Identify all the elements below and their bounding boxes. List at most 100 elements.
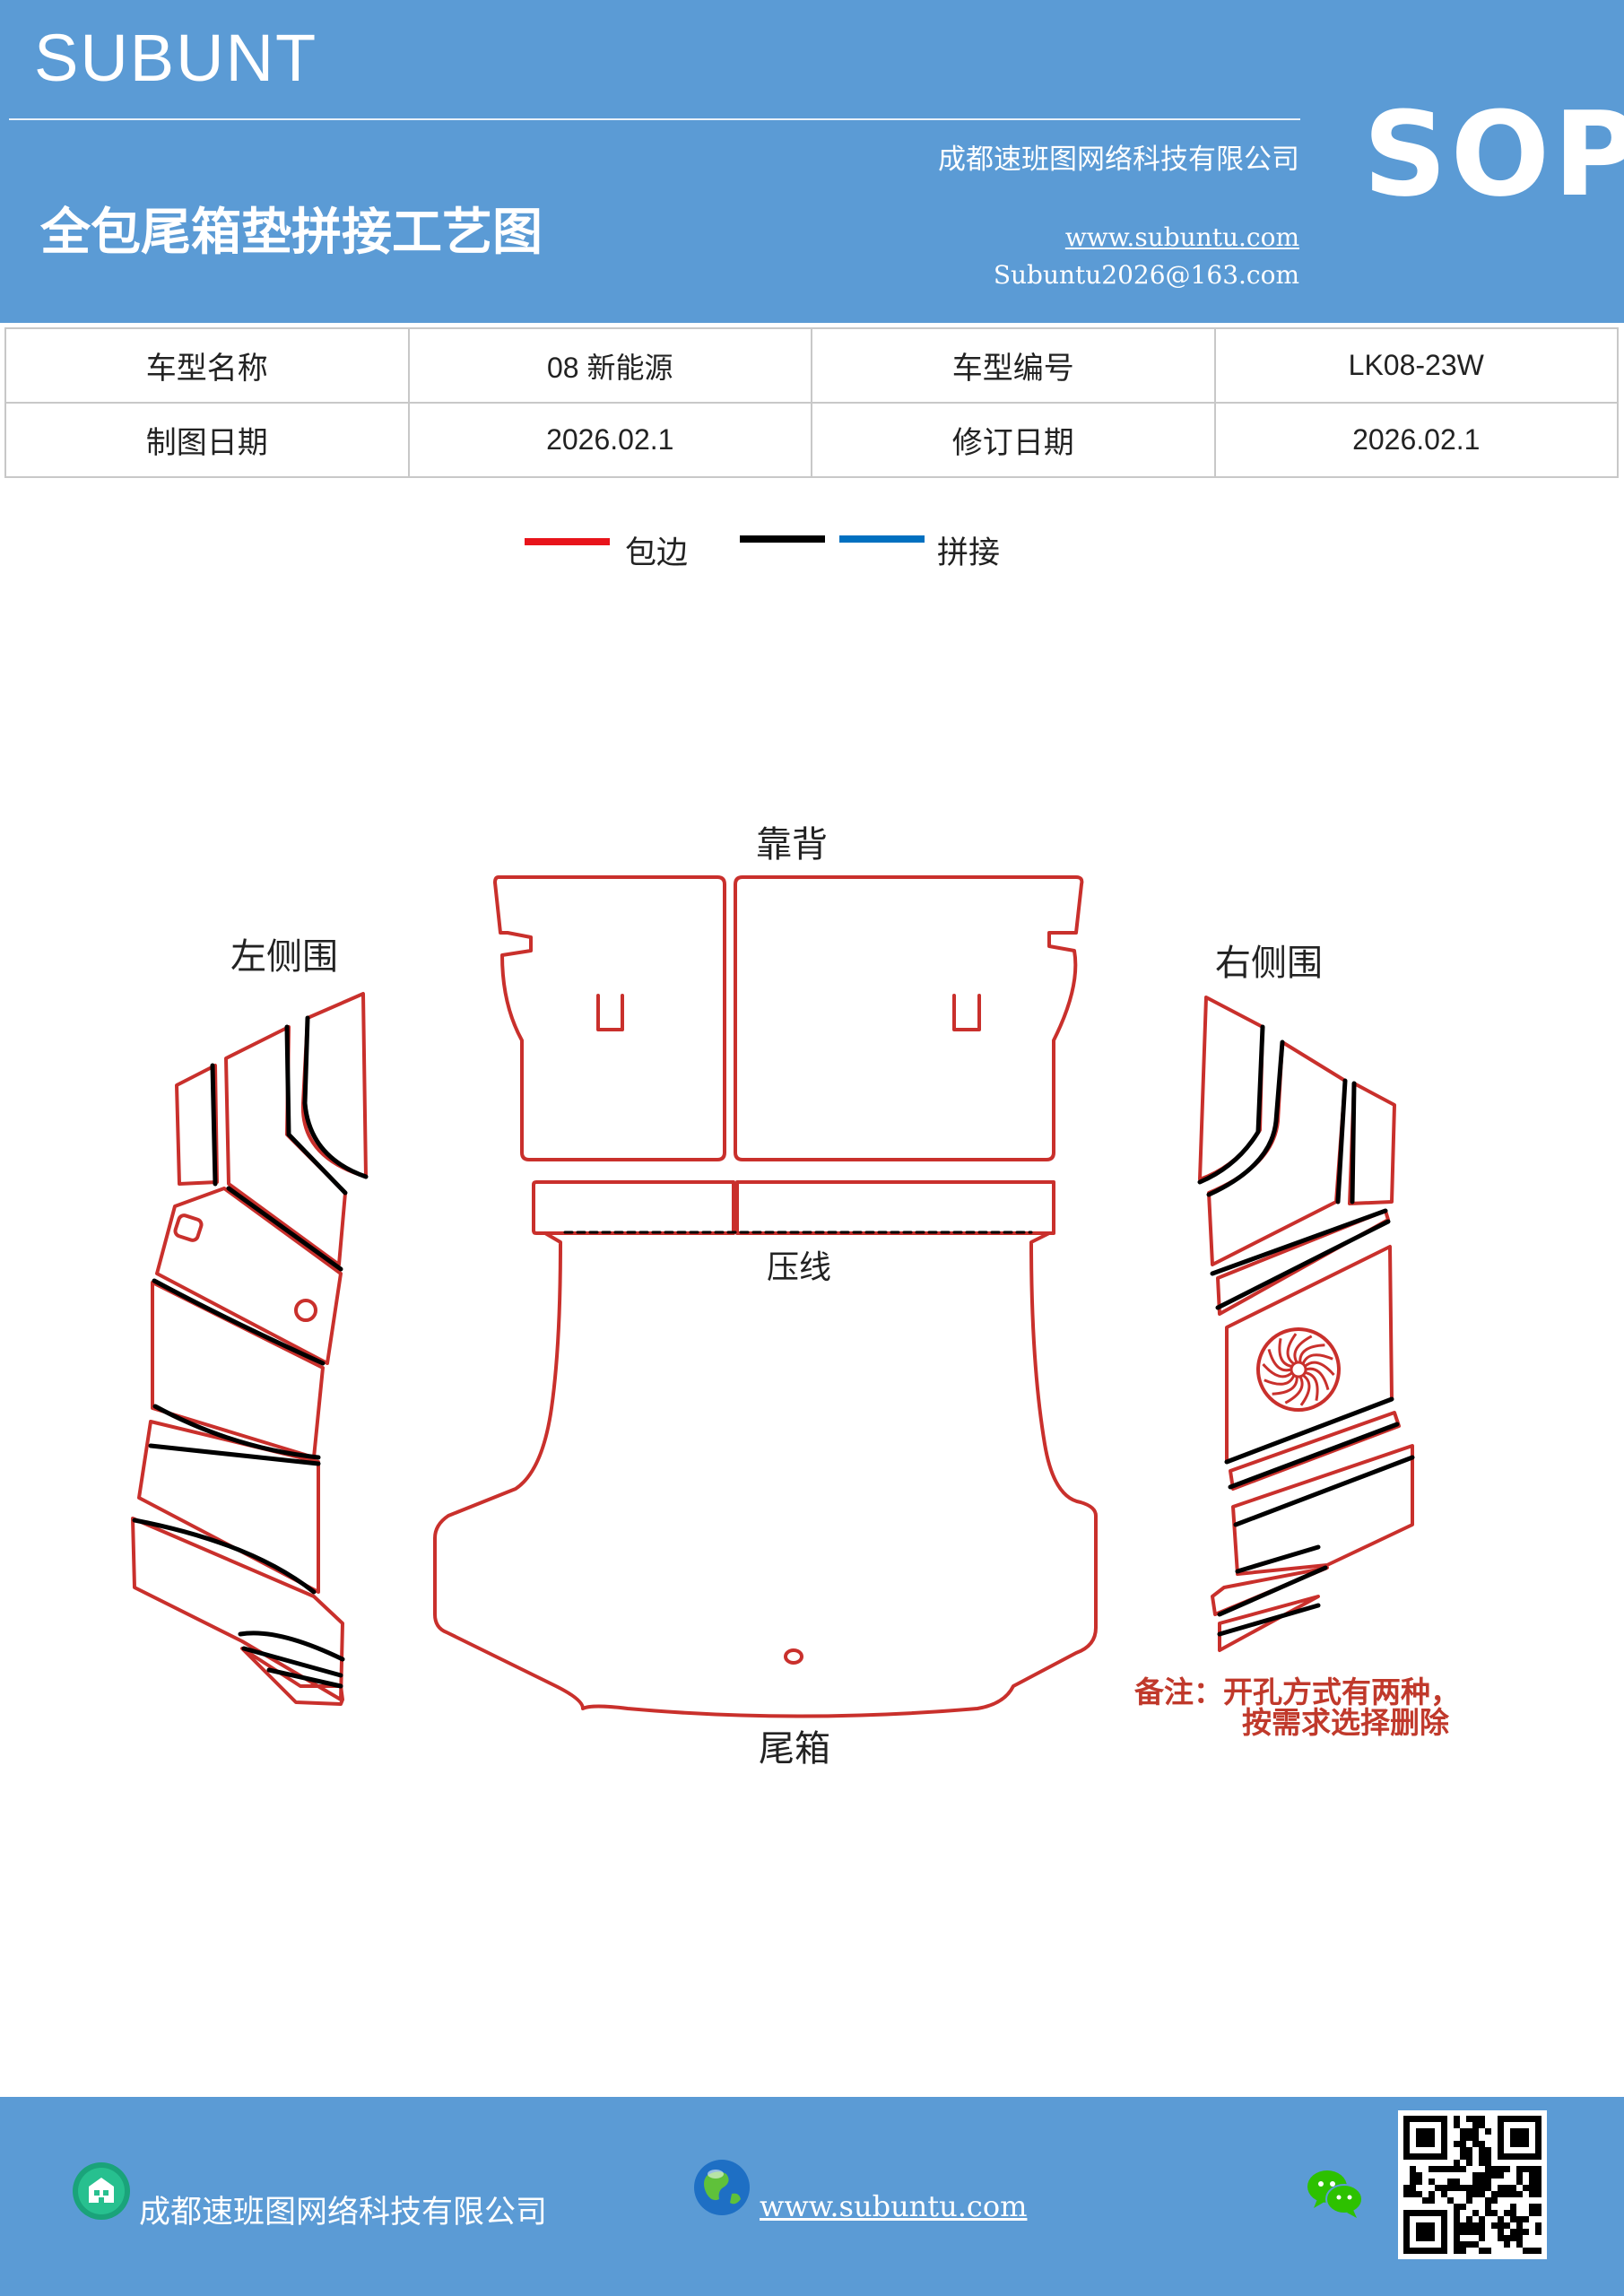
right-side-seam-5: [1210, 1208, 1388, 1276]
right-side-seam-6: [1215, 1219, 1391, 1310]
right-side-seam-4: [1350, 1081, 1357, 1205]
page-footer: 成都速班图网络科技有限公司 www.subuntu.com: [0, 2097, 1624, 2296]
value-model-code: LK08-23W: [1213, 327, 1619, 404]
right-side-seam-3: [1335, 1078, 1348, 1205]
vent-ray: [1298, 1344, 1325, 1363]
vent-hub: [1290, 1361, 1307, 1378]
right-side-seam-10: [1235, 1544, 1321, 1574]
left-side-piece-8: [240, 1647, 344, 1706]
label-crease: 压线: [767, 1249, 831, 1286]
footer-company: 成都速班图网络科技有限公司: [139, 2195, 548, 2231]
backrest-right-panel: [734, 875, 1084, 1161]
globe-icon: [694, 2160, 750, 2215]
right-side-seam-9: [1233, 1455, 1415, 1527]
left-side-seam-4: [226, 1186, 343, 1272]
qr-code: [1398, 2110, 1547, 2259]
label-revision-date: 修订日期: [811, 402, 1216, 478]
label-model-code: 车型编号: [811, 327, 1216, 404]
left-side-seam-3: [302, 1015, 369, 1179]
vent-ray: [1278, 1338, 1293, 1368]
backrest-right-slot: [952, 994, 981, 1031]
left-side-seam-7: [148, 1443, 321, 1466]
vent-ray: [1272, 1376, 1298, 1396]
legend-edge-swatch: [525, 538, 610, 545]
footer-website-link[interactable]: www.subuntu.com: [760, 2189, 1028, 2223]
label-backrest: 靠背: [756, 824, 828, 865]
vent-ray: [1301, 1353, 1333, 1365]
value-model-name: 08 新能源: [407, 327, 812, 404]
legend-splice-label: 拼接: [937, 535, 1001, 571]
trunk-floor-panel: [433, 1231, 1098, 1718]
right-side-vent-pattern: [1262, 1333, 1335, 1406]
left-side-seam-9: [238, 1631, 345, 1662]
left-side-seam-11: [266, 1667, 343, 1689]
label-right-side: 右侧围: [1215, 943, 1323, 984]
right-side-seam-12: [1217, 1603, 1321, 1637]
left-side-seam-2: [284, 1024, 348, 1196]
right-side-piece-8: [1211, 1566, 1329, 1616]
value-revision-date: 2026.02.1: [1213, 402, 1619, 478]
vent-ray: [1299, 1374, 1311, 1406]
vehicle-info-table: 车型名称 08 新能源 车型编号 LK08-23W 制图日期 2026.02.1…: [4, 327, 1619, 478]
left-side-seam-5: [152, 1278, 326, 1366]
right-side-seam-2: [1206, 1039, 1285, 1197]
vent-ray: [1286, 1333, 1298, 1365]
vent-ray: [1267, 1349, 1292, 1372]
legend-edge-label: 包边: [625, 535, 689, 571]
header-email[interactable]: Subuntu2026@163.com: [993, 260, 1299, 290]
right-side-seam-8: [1228, 1422, 1400, 1490]
building-icon: [73, 2162, 130, 2220]
table-row: 制图日期 2026.02.1 修订日期 2026.02.1: [4, 402, 1619, 478]
backrest-left-panel: [493, 875, 726, 1161]
label-left-side: 左侧围: [230, 936, 338, 978]
vent-ray: [1305, 1367, 1330, 1390]
vent-ray: [1262, 1363, 1293, 1378]
right-side-piece-6: [1229, 1411, 1401, 1491]
left-side-hole-square: [173, 1213, 204, 1242]
header-divider: [9, 118, 1300, 120]
crease-strip-right: [735, 1180, 1055, 1235]
wechat-icon: [1307, 2170, 1363, 2218]
note-line-1: 备注：开孔方式有两种，: [1134, 1674, 1460, 1709]
vent-ray: [1284, 1376, 1304, 1405]
brand-name: SUBUNT: [34, 21, 318, 95]
legend-splice-swatch: [839, 535, 925, 543]
right-side-seam-1: [1197, 1024, 1265, 1185]
document-title: 全包尾箱垫拼接工艺图: [40, 204, 543, 262]
vent-ray: [1304, 1361, 1335, 1376]
left-side-hole-round: [294, 1299, 317, 1322]
crease-strip-left: [532, 1180, 735, 1235]
left-side-piece-3: [300, 992, 368, 1178]
left-side-seam-1: [210, 1063, 218, 1187]
left-side-seam-6: [152, 1404, 321, 1460]
vent-ray: [1293, 1335, 1313, 1363]
sop-mark: SOP: [1363, 86, 1624, 222]
header-company: 成都速班图网络科技有限公司: [938, 144, 1299, 176]
right-side-vent-circle: [1256, 1327, 1341, 1412]
trunk-drain-hole: [784, 1648, 803, 1665]
right-side-piece-9: [1218, 1595, 1320, 1652]
right-side-seam-7: [1224, 1396, 1394, 1465]
right-side-piece-3: [1348, 1082, 1396, 1205]
vent-ray: [1304, 1371, 1319, 1401]
note-line-2: 按需求选择删除: [1242, 1705, 1450, 1740]
left-side-piece-4: [155, 1187, 343, 1365]
right-side-piece-7: [1231, 1444, 1414, 1576]
trunk-mat-diagram: 靠背 左侧围 右侧围 压线 尾箱 备注：开孔方式有两种， 按需求选择删除: [131, 824, 1460, 1770]
legend: 包边 拼接: [0, 520, 1624, 583]
value-draw-date: 2026.02.1: [407, 402, 812, 478]
table-row: 车型名称 08 新能源 车型编号 LK08-23W: [4, 327, 1619, 404]
page-header: SUBUNT SOP 全包尾箱垫拼接工艺图 成都速班图网络科技有限公司 www.…: [0, 0, 1624, 323]
label-trunk: 尾箱: [759, 1728, 830, 1770]
left-side-seam-8: [132, 1518, 317, 1595]
label-draw-date: 制图日期: [4, 402, 410, 478]
header-website-link[interactable]: www.subuntu.com: [1064, 222, 1299, 252]
backrest-left-slot: [596, 994, 624, 1031]
label-model-name: 车型名称: [4, 327, 410, 404]
left-side-seam-10: [241, 1646, 343, 1678]
right-side-seam-11: [1217, 1565, 1328, 1617]
left-side-piece-7: [131, 1517, 344, 1701]
right-side-piece-1: [1198, 996, 1264, 1181]
vent-ray: [1264, 1374, 1296, 1386]
legend-black-swatch: [740, 535, 825, 543]
